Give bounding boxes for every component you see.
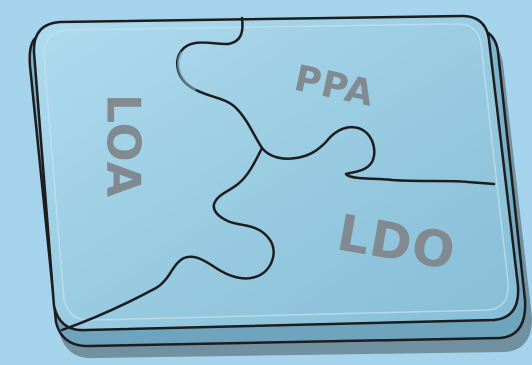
- piece-label-loa: LOA: [97, 94, 151, 198]
